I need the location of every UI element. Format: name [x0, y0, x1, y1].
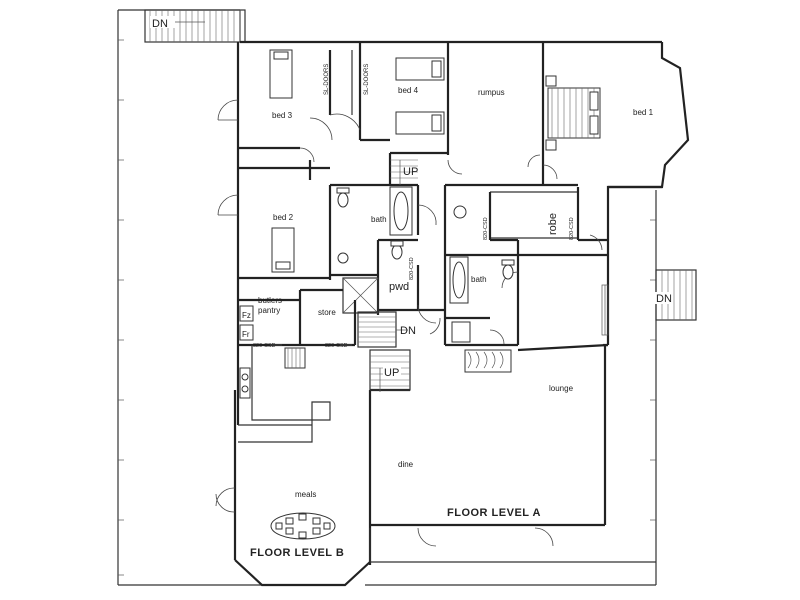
fridge-label-fr: Fr — [242, 330, 250, 339]
room-label-lounge: lounge — [549, 384, 574, 393]
stair-right: DN — [655, 269, 697, 321]
stair-up-lower: UP — [369, 349, 411, 392]
room-label-meals: meals — [295, 490, 316, 499]
floor-level-a-label: FLOOR LEVEL A — [447, 507, 541, 519]
fridge-label-fz: Fz — [242, 311, 251, 320]
room-label-pwd: pwd — [389, 281, 409, 293]
stair-dn-right-label: DN — [656, 293, 672, 305]
stair-dn-top-label: DN — [152, 18, 168, 30]
room-label-bath-upper: bath — [371, 215, 387, 224]
room-label-robe: robe — [547, 213, 559, 235]
room-label-store: store — [318, 308, 336, 317]
lounge-window — [601, 284, 609, 336]
stair-up-upper: UP — [390, 159, 418, 185]
door-swings — [215, 99, 603, 547]
room-label-dine: dine — [398, 460, 414, 469]
room-label-bath-right: bath — [471, 275, 487, 284]
room-label-bed3: bed 3 — [272, 111, 293, 120]
stair-center: DN — [357, 311, 416, 348]
room-label-butlers: butlers — [258, 296, 282, 305]
csd-robe-label: 820-CSD — [569, 217, 575, 240]
room-labels: bed 3 bed 4 rumpus bed 1 bed 2 bath bath… — [242, 86, 654, 499]
csd-store-label: 820-CSD — [325, 343, 348, 349]
stair-up-upper-label: UP — [403, 166, 418, 178]
room-label-rumpus: rumpus — [478, 88, 505, 97]
csd-pwd-label: 820-CSD — [409, 257, 415, 280]
furniture — [239, 49, 601, 540]
interior-walls — [238, 42, 609, 443]
sl-doors-left-label: SL-DOORS — [324, 64, 330, 95]
stair-top: DN — [144, 9, 246, 43]
stair-up-lower-label: UP — [384, 367, 399, 379]
room-label-pantry: pantry — [258, 306, 280, 315]
level-labels: FLOOR LEVEL A FLOOR LEVEL B — [250, 507, 541, 559]
csd-pantry-label: 820-CSD — [253, 343, 276, 349]
csd-bath-right-label: 820-CSD — [483, 217, 489, 240]
floor-level-b-label: FLOOR LEVEL B — [250, 547, 344, 559]
stair-dn-center-label: DN — [400, 325, 416, 337]
door-labels: SL-DOORS SL-DOORS 820-CSD 820-CSD 820-CS… — [253, 64, 575, 349]
sl-doors-right-label: SL-DOORS — [364, 64, 370, 95]
room-label-bed1: bed 1 — [633, 108, 654, 117]
room-label-bed4: bed 4 — [398, 86, 419, 95]
exterior-walls — [233, 40, 690, 587]
room-label-bed2: bed 2 — [273, 213, 294, 222]
